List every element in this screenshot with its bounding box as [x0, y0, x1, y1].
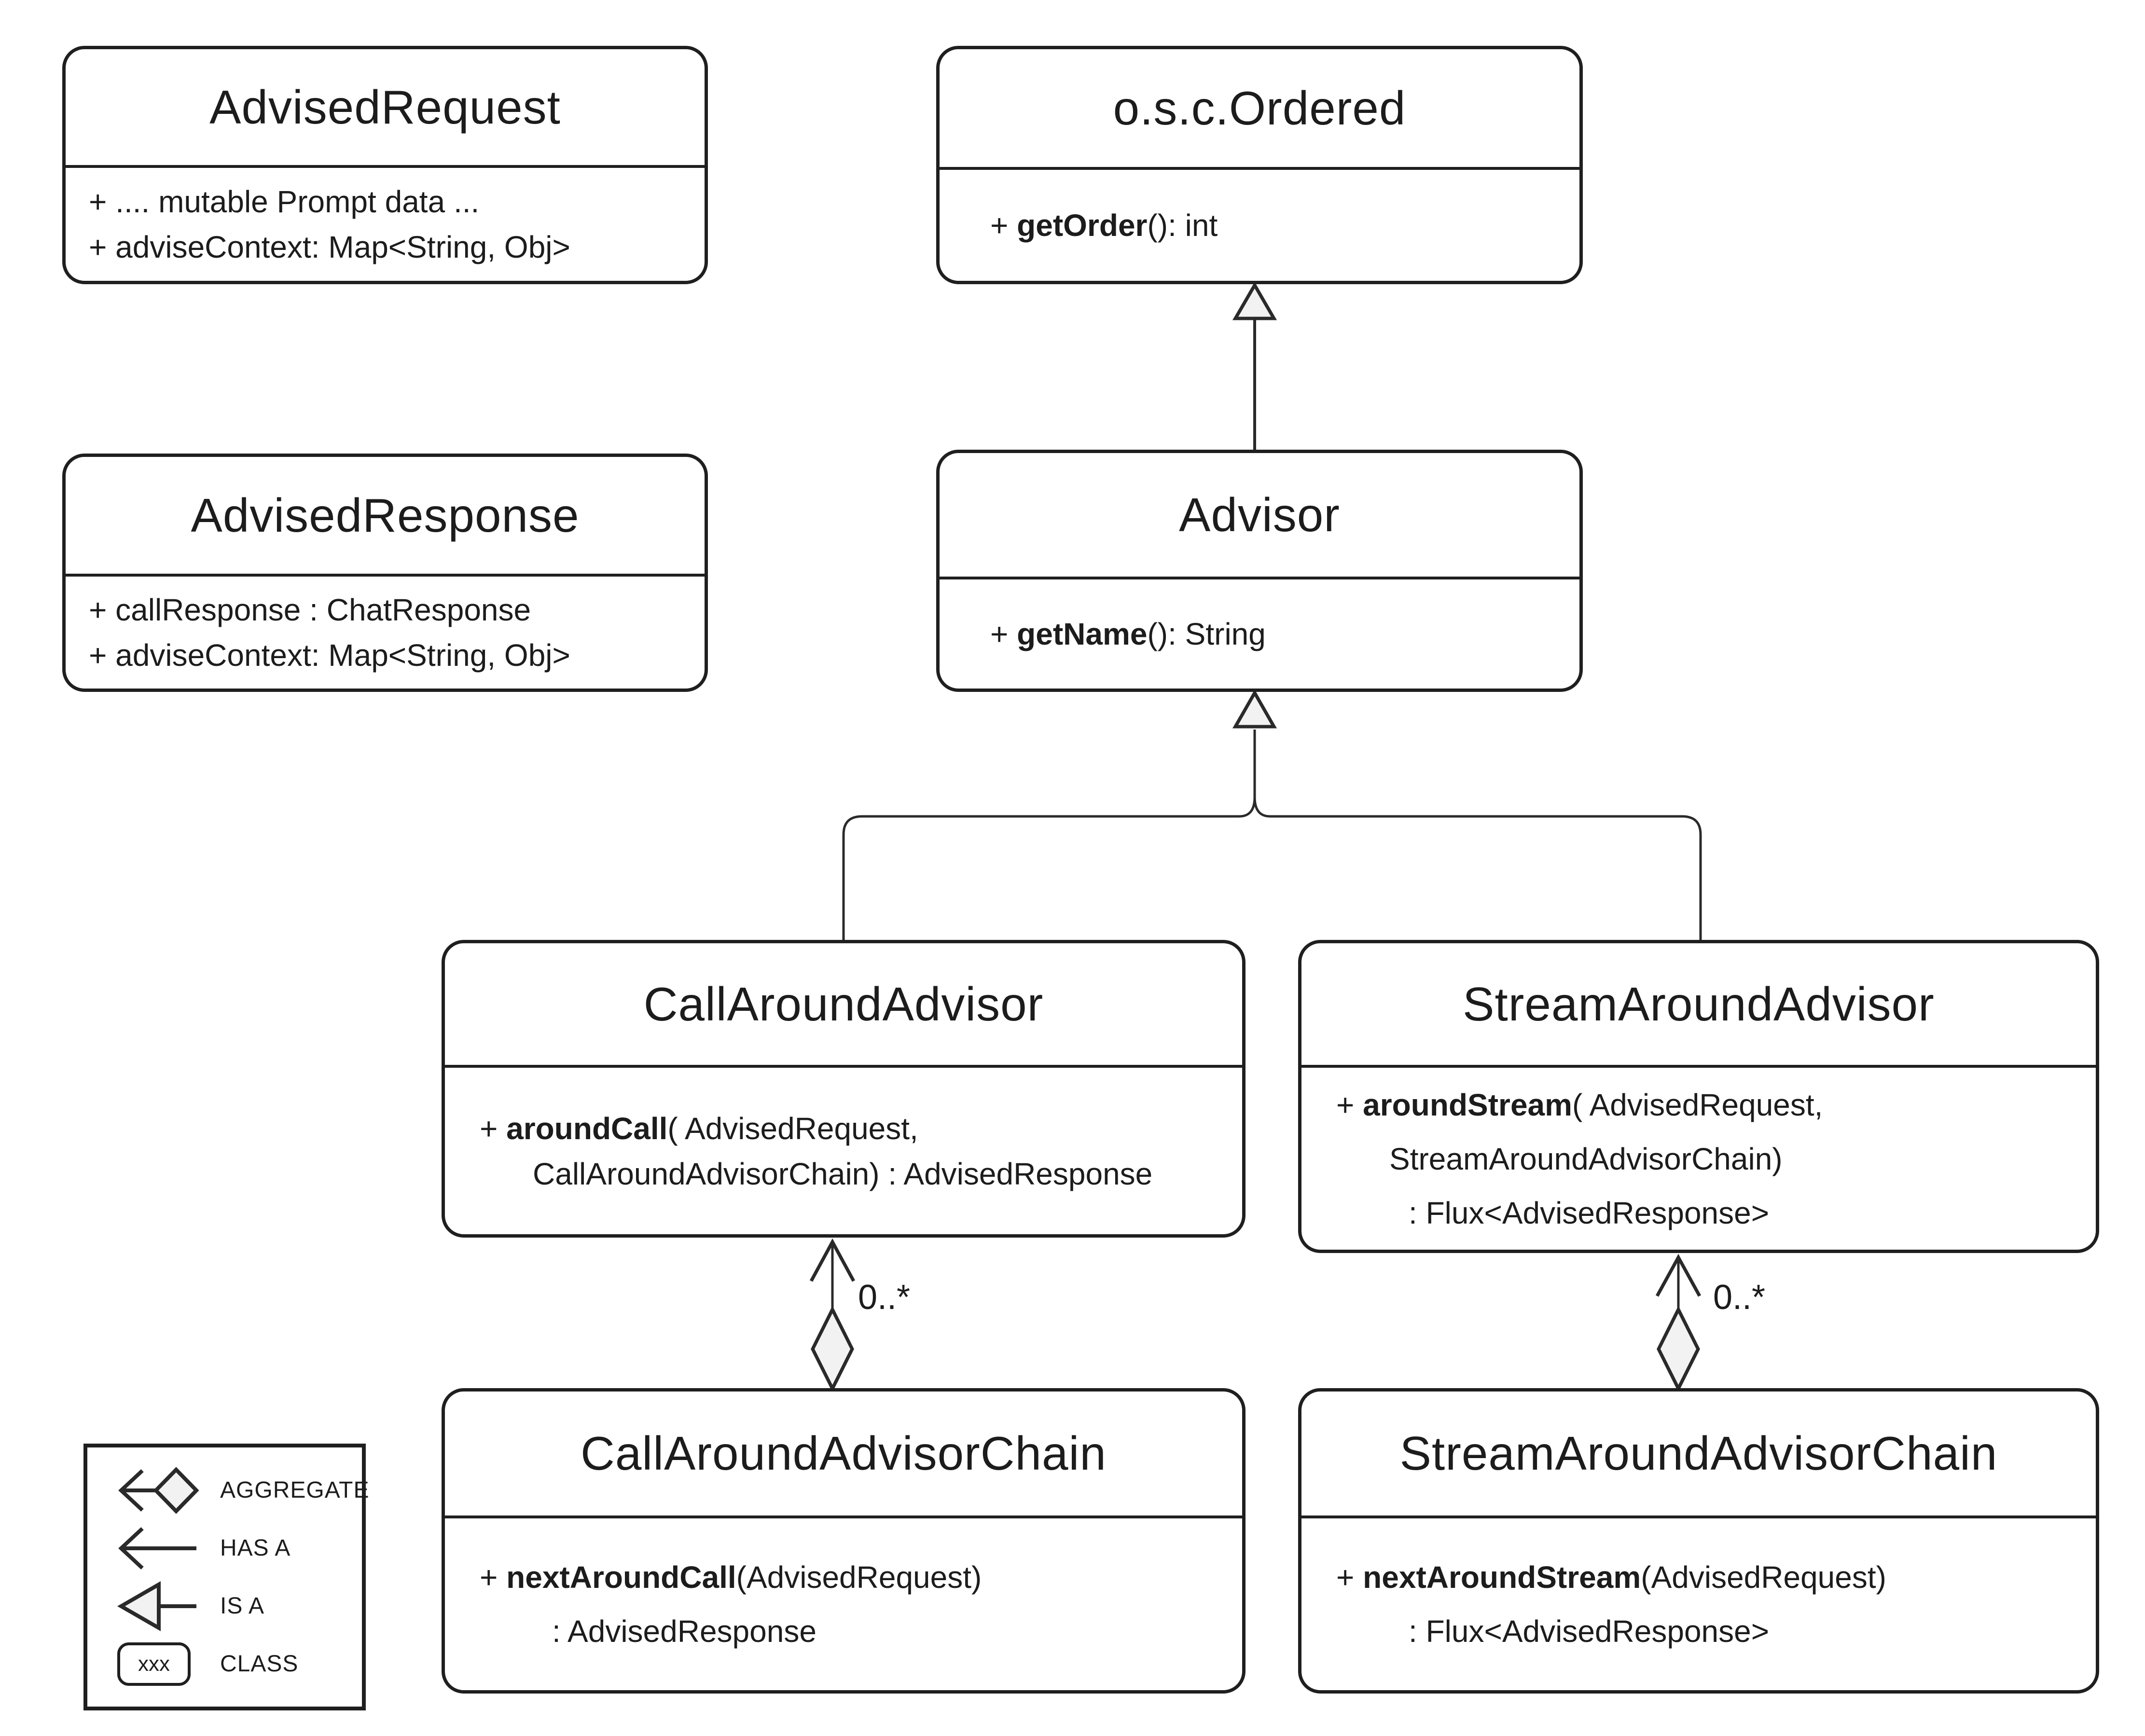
class-member: + getOrder(): int — [990, 208, 1218, 243]
class-osc-ordered: o.s.c.Ordered + getOrder(): int — [936, 46, 1583, 284]
class-member: : Flux<AdvisedResponse> — [1409, 1195, 1770, 1230]
class-advisor: Advisor + getName(): String — [936, 450, 1583, 692]
class-member: + getName(): String — [990, 617, 1266, 651]
legend-label: CLASS — [220, 1651, 299, 1677]
class-call-around-advisor: CallAroundAdvisor + aroundCall( AdvisedR… — [442, 940, 1245, 1238]
class-member: StreamAroundAdvisorChain) — [1389, 1141, 1783, 1176]
class-sample-box: xxx — [117, 1642, 191, 1686]
legend-label: AGGREGATE — [220, 1477, 370, 1503]
class-members: + aroundStream( AdvisedRequest, StreamAr… — [1301, 1068, 2096, 1250]
isa-link-subadvisors-advisor — [842, 689, 1702, 940]
class-member: + callResponse : ChatResponse — [89, 592, 531, 627]
class-members: + .... mutable Prompt data ... + adviseC… — [66, 168, 705, 281]
multiplicity-label-call: 0..* — [858, 1278, 911, 1317]
aggregate-link-call — [809, 1238, 856, 1392]
class-member: : AdvisedResponse — [552, 1614, 816, 1649]
class-member: + .... mutable Prompt data ... — [89, 184, 480, 219]
legend-label: HAS A — [220, 1535, 291, 1561]
class-members: + getName(): String — [940, 579, 1579, 689]
class-member: CallAroundAdvisorChain) : AdvisedRespons… — [533, 1156, 1153, 1191]
class-sample-text: xxx — [138, 1652, 170, 1676]
class-members: + getOrder(): int — [940, 170, 1579, 281]
class-advised-request: AdvisedRequest + .... mutable Prompt dat… — [62, 46, 708, 284]
is-a-symbol-icon — [117, 1581, 196, 1631]
class-member: + aroundCall( AdvisedRequest, — [480, 1111, 918, 1146]
class-member: : Flux<AdvisedResponse> — [1409, 1614, 1770, 1649]
open-arrowhead-icon — [1655, 1254, 1702, 1297]
class-members: + nextAroundStream(AdvisedRequest) : Flu… — [1301, 1518, 2096, 1690]
isa-triangle-icon — [1232, 689, 1277, 729]
class-title: Advisor — [940, 453, 1579, 579]
class-advised-response: AdvisedResponse + callResponse : ChatRes… — [62, 454, 708, 692]
class-member: + nextAroundStream(AdvisedRequest) — [1336, 1560, 1886, 1595]
class-member: + adviseContext: Map<String, Obj> — [89, 638, 570, 673]
has-a-symbol-icon — [118, 1527, 196, 1570]
class-title: AdvisedRequest — [66, 49, 705, 168]
class-stream-around-advisor-chain: StreamAroundAdvisorChain + nextAroundStr… — [1298, 1388, 2099, 1694]
aggregate-link-stream — [1655, 1254, 1702, 1392]
class-members: + callResponse : ChatResponse + adviseCo… — [66, 577, 705, 689]
class-title: o.s.c.Ordered — [940, 49, 1579, 170]
class-title: CallAroundAdvisorChain — [445, 1392, 1242, 1518]
legend-row-class: xxx CLASS — [117, 1639, 362, 1690]
class-members: + aroundCall( AdvisedRequest, CallAround… — [445, 1068, 1242, 1234]
class-call-around-advisor-chain: CallAroundAdvisorChain + nextAroundCall(… — [442, 1388, 1245, 1694]
class-title: StreamAroundAdvisor — [1301, 943, 2096, 1068]
class-title: StreamAroundAdvisorChain — [1301, 1392, 2096, 1518]
class-stream-around-advisor: StreamAroundAdvisor + aroundStream( Advi… — [1298, 940, 2099, 1253]
open-arrowhead-icon — [809, 1238, 856, 1282]
class-title: AdvisedResponse — [66, 457, 705, 577]
legend-row-is-a: IS A — [117, 1581, 362, 1632]
fork-left-branch — [842, 730, 1256, 940]
class-member: + aroundStream( AdvisedRequest, — [1336, 1087, 1823, 1122]
aggregate-diamond-icon — [1657, 1306, 1700, 1392]
multiplicity-label-stream: 0..* — [1713, 1278, 1766, 1317]
fork-right-branch — [1253, 730, 1702, 940]
aggregate-symbol-icon — [118, 1466, 199, 1514]
isa-link-advisor-ordered — [1232, 282, 1277, 450]
class-members: + nextAroundCall(AdvisedRequest) : Advis… — [445, 1518, 1242, 1690]
isa-triangle-icon — [1232, 282, 1277, 320]
legend: AGGREGATE HAS A IS A xxx CLASS — [83, 1444, 369, 1710]
aggregate-diamond-icon — [811, 1306, 854, 1392]
class-member: + nextAroundCall(AdvisedRequest) — [480, 1560, 982, 1595]
legend-label: IS A — [220, 1593, 265, 1619]
class-member: + adviseContext: Map<String, Obj> — [89, 230, 570, 264]
legend-row-has-a: HAS A — [117, 1523, 362, 1574]
class-title: CallAroundAdvisor — [445, 943, 1242, 1068]
legend-row-aggregate: AGGREGATE — [117, 1465, 369, 1516]
